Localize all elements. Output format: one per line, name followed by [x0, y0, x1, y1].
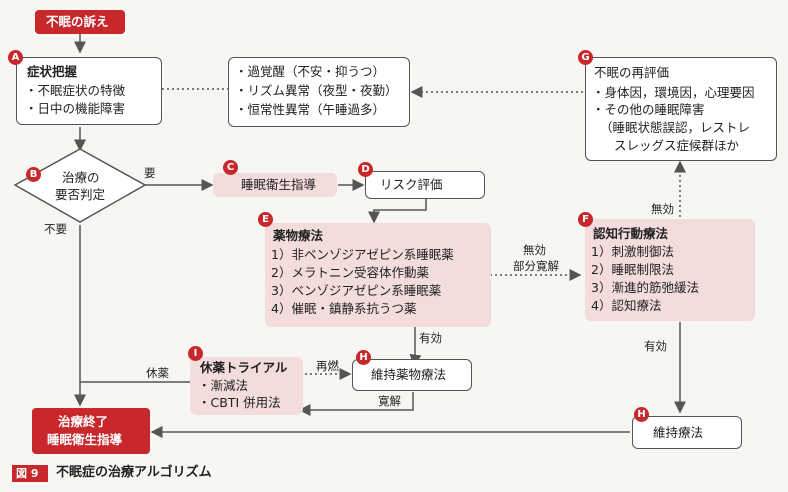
differential-item: ・恒常性異常（午睡過多） [235, 102, 386, 117]
figure-tag-label: 図 9 [16, 467, 39, 480]
risk-label: リスク評価 [380, 177, 443, 192]
pharmacotherapy-box: 薬物療法 1）非ベンゾジアゼピン系睡眠薬 2）メラトニン受容体作動薬 3）ベンゾ… [265, 223, 491, 327]
pharmacotherapy-item: 3）ベンゾジアゼピン系睡眠薬 [271, 283, 442, 298]
end-box: 治療終了 睡眠衛生指導 [32, 408, 150, 454]
badge-i: I [188, 346, 203, 361]
drug-holiday-box: 休薬トライアル ・漸減法 ・CBTI 併用法 [190, 357, 303, 415]
badge-h2: H [634, 407, 649, 422]
differential-box: ・過覚醒（不安・抑うつ） ・リズム異常（夜型・夜勤） ・恒常性異常（午睡過多） [228, 57, 410, 127]
badge-d: D [358, 162, 373, 177]
edge-label-relapse: 再燃 [316, 359, 339, 373]
start-box: 不眠の訴え [35, 10, 125, 34]
cbt-item: 4）認知療法 [591, 298, 662, 313]
reassessment-item: （睡眠状態誤認，レストレ [600, 120, 751, 135]
badge-c: C [223, 160, 238, 175]
cbt-item: 2）睡眠制限法 [591, 262, 674, 277]
badge-e: E [258, 212, 273, 227]
pharmacotherapy-title: 薬物療法 [273, 228, 324, 243]
sleep-hygiene-label: 睡眠衛生指導 [241, 177, 317, 192]
decision-label: 要否判定 [55, 187, 106, 202]
cbt-title: 認知行動療法 [593, 226, 669, 241]
differential-item: ・過覚醒（不安・抑うつ） [235, 64, 386, 79]
cbt-item: 1）刺激制御法 [591, 244, 674, 259]
edge-label-need: 要 [144, 166, 156, 180]
symptom-box: 症状把握 ・不眠症状の特徴 ・日中の機能障害 [16, 57, 162, 125]
badge-f: F [578, 212, 593, 227]
badge-b: B [26, 167, 41, 182]
reassessment-item: ・その他の睡眠障害 [592, 102, 705, 117]
reassessment-title: 不眠の再評価 [594, 65, 670, 80]
edge-label-stopdrug: 休薬 [146, 366, 169, 380]
symptom-title: 症状把握 [27, 64, 78, 79]
symptom-item: ・日中の機能障害 [25, 101, 126, 116]
maintenance-box: 維持療法 [632, 416, 742, 449]
badge-a: A [8, 50, 23, 65]
pharmacotherapy-item: 1）非ベンゾジアゼピン系睡眠薬 [271, 247, 454, 262]
maintenance-drug-label: 維持薬物療法 [371, 367, 447, 382]
reassessment-item: ・身体因，環境因，心理要因 [592, 85, 755, 100]
edge-label-effective: 有効 [644, 339, 667, 353]
start-label: 不眠の訴え [46, 14, 109, 29]
maintenance-drug-box: 維持薬物療法 [352, 359, 472, 391]
edge-label-remission: 寛解 [378, 394, 401, 408]
reassessment-box: 不眠の再評価 ・身体因，環境因，心理要因 ・その他の睡眠障害 （睡眠状態誤認，レ… [585, 57, 777, 161]
edge-label-effective: 有効 [419, 331, 442, 345]
end-label: 睡眠衛生指導 [47, 432, 123, 447]
sleep-hygiene-box: 睡眠衛生指導 [213, 173, 337, 197]
edge-label-noeffect: 無効 [651, 202, 674, 216]
badge-h1: H [356, 350, 371, 365]
edge-label-partial: 部分寛解 [513, 259, 559, 273]
drug-holiday-item: ・漸減法 [198, 378, 249, 393]
decision-label: 治療の [62, 170, 100, 185]
figure-caption: 不眠症の治療アルゴリズム [56, 465, 212, 480]
edge-label-noeffect: 無効 [523, 243, 546, 257]
cbt-box: 認知行動療法 1）刺激制御法 2）睡眠制限法 3）漸進的筋弛緩法 4）認知療法 [585, 219, 755, 321]
cbt-item: 3）漸進的筋弛緩法 [591, 280, 699, 295]
pharmacotherapy-item: 4）催眠・鎮静系抗うつ薬 [271, 301, 417, 316]
differential-item: ・リズム異常（夜型・夜勤） [235, 83, 398, 98]
risk-box: リスク評価 [365, 171, 485, 199]
badge-g: G [578, 50, 593, 65]
pharmacotherapy-item: 2）メラトニン受容体作動薬 [271, 265, 429, 280]
reassessment-item: スレッグス症候群ほか [614, 138, 740, 153]
edge-label-noneed: 不要 [44, 222, 67, 236]
end-label: 治療終了 [58, 414, 109, 429]
maintenance-label: 維持療法 [653, 425, 704, 440]
drug-holiday-item: ・CBTI 併用法 [198, 395, 281, 410]
drug-holiday-title: 休薬トライアル [200, 360, 288, 375]
symptom-item: ・不眠症状の特徴 [25, 83, 126, 98]
figure-tag: 図 9 [12, 465, 48, 482]
